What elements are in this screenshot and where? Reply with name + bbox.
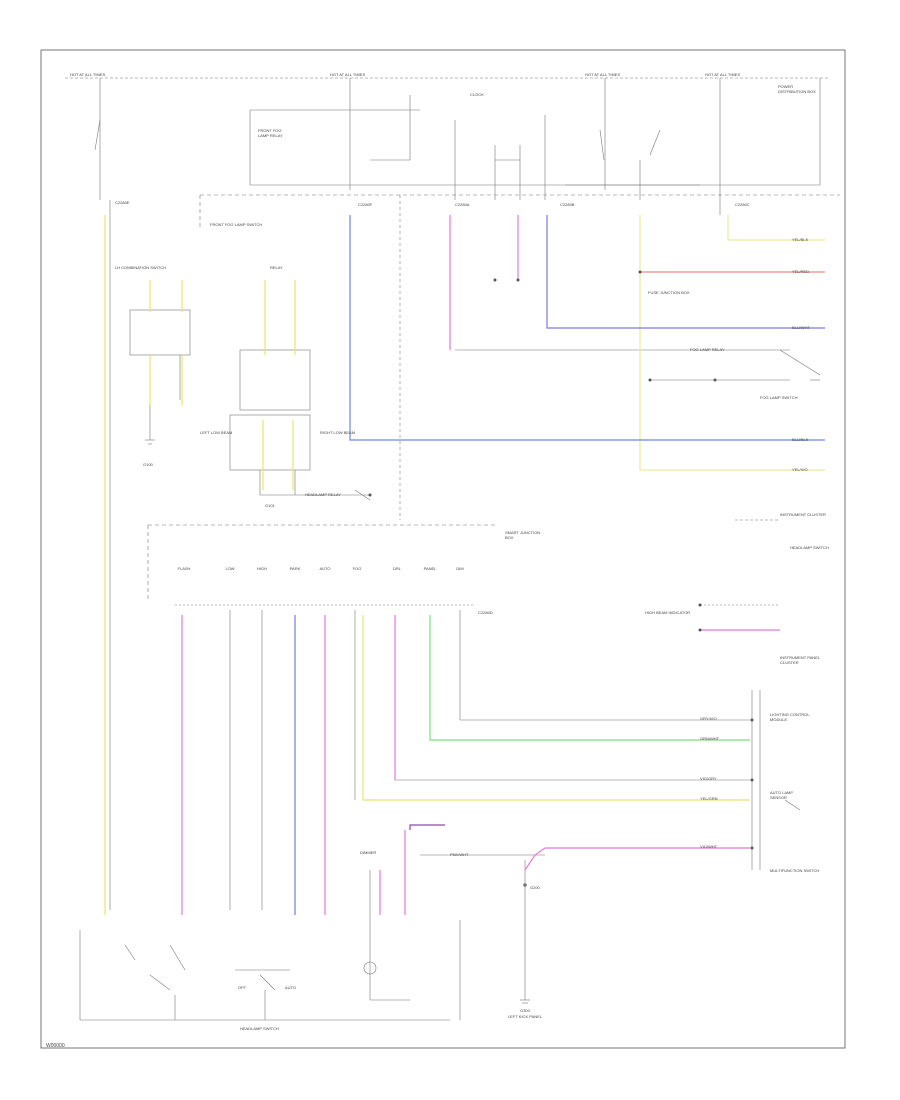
wire-label-11: PNK/WHT <box>450 852 469 857</box>
fog-relay-label: FRONT FOG LAMP RELAY <box>258 128 283 138</box>
ground-g100: G100 <box>143 462 153 467</box>
connector-mid1: C2280F <box>358 202 373 207</box>
right-note-high-beam: HIGH BEAM INDICATOR <box>645 610 691 615</box>
clock-label: CLOCK <box>470 92 484 97</box>
right-note-headlamp-switch: HEADLAMP SWITCH <box>790 545 829 550</box>
fuse-label-1: HOT AT ALL TIMES <box>70 72 106 77</box>
diagram-frame <box>40 49 846 1049</box>
middle-module-connector: C2280D <box>478 610 493 615</box>
wire-label-3: BLU/WHT <box>792 325 810 330</box>
fuse-label-4: HOT AT ALL TIMES <box>705 72 741 77</box>
wire-yellow-lower <box>362 615 750 801</box>
bottom-auto-label: AUTO <box>285 985 297 990</box>
wire-label-8: VIO/GRY <box>700 776 717 781</box>
fog-switch-note: FOG LAMP SWITCH <box>760 395 798 400</box>
connector-right2: C2280C <box>735 202 750 207</box>
bottom-headlamp-switch: HEADLAMP SWITCH <box>240 1026 279 1031</box>
fog-relay-switch-label: FOG LAMP RELAY <box>690 347 725 352</box>
connector-right1: C2280B <box>560 202 575 207</box>
middle-module-title: SMART JUNCTION BOX <box>505 530 541 540</box>
right-note-lcm: LIGHTING CONTROL MODULE <box>770 712 810 722</box>
bottom-ground-main-sub: LEFT KICK PANEL <box>507 1014 543 1019</box>
bottom-ground-g200: G200 <box>530 885 540 890</box>
bottom-ground-main: G300 <box>520 1008 530 1013</box>
right-note-multifunction: MULTIFUNCTION SWITCH <box>770 868 820 873</box>
right-note-auto-sensor: AUTO LAMP SENSOR <box>770 790 793 800</box>
rh-lamp-label: RIGHT LOW BEAM <box>320 430 356 435</box>
pin-6: DRL <box>392 566 401 571</box>
fog-switch-label: FRONT FOG LAMP SWITCH <box>210 222 263 227</box>
wire-label-7: GRN/WHT <box>700 736 720 741</box>
wire-label-10: VIO/WHT <box>700 844 718 849</box>
ground-g101: G101 <box>265 503 275 508</box>
wire-label-1: YEL/BLK <box>792 237 809 242</box>
right-note-instrument: INSTRUMENT CLUSTER <box>780 512 826 517</box>
headlamp-relay-ref: HEADLAMP RELAY <box>305 492 341 497</box>
wire-pink-curve <box>524 847 546 871</box>
bottom-dimmer: DIMMER <box>360 850 377 855</box>
wire-green <box>429 615 750 741</box>
pin-1: LOW <box>225 566 235 571</box>
relay-label: RELAY <box>270 265 283 270</box>
lh-combo-label: LH COMBINATION SWITCH <box>115 265 167 270</box>
footer-code: W00000 <box>46 1043 65 1049</box>
wire-label-4: BLU/BLK <box>792 437 809 442</box>
power-dist-label: POWER DISTRIBUTION BOX <box>778 84 816 94</box>
wire-blue-left <box>349 215 825 441</box>
pin-4: AUTO <box>319 566 331 571</box>
pin-5: FOG <box>352 566 362 571</box>
wire-yellow-fog <box>639 215 825 471</box>
pin-2: HIGH <box>257 566 267 571</box>
pin-7: PANEL <box>423 566 437 571</box>
wire-label-6: GRY/VIO <box>700 716 717 721</box>
pin-3: PARK <box>289 566 301 571</box>
connector-mid2: C2280A <box>455 202 470 207</box>
connector-left: C2280E <box>115 200 130 205</box>
fuse-label-2: HOT AT ALL TIMES <box>330 72 366 77</box>
lh-lamp-label: LEFT LOW BEAM <box>200 430 233 435</box>
fuse-label-3: HOT AT ALL TIMES <box>585 72 621 77</box>
pin-0: FLASH <box>177 566 191 571</box>
wire-purple-bottom <box>409 824 445 830</box>
right-note-panel-cluster: INSTRUMENT PANEL CLUSTER <box>780 655 820 665</box>
bottom-off-label: OFF <box>238 985 246 990</box>
wire-label-2: YEL/RED <box>792 269 810 274</box>
wire-label-5: YEL/VIO <box>792 467 808 472</box>
wire-label-9: YEL/GRN <box>700 796 718 801</box>
wire-blue-right <box>546 215 825 329</box>
fuse-box-note: FUSE JUNCTION BOX <box>648 290 690 295</box>
pin-8: DIM <box>456 566 464 571</box>
wire-yellow-top-right <box>727 215 825 241</box>
